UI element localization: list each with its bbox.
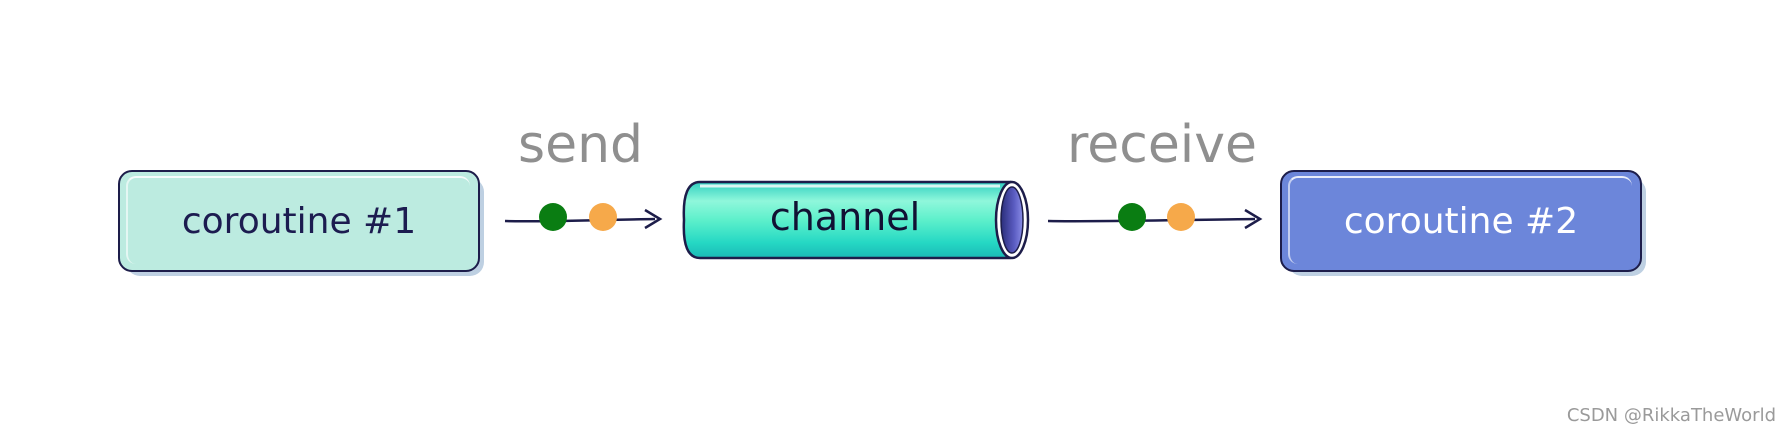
coroutine-1-box: coroutine #1 [118,170,484,276]
channel-label: channel [769,195,921,239]
channel-pipe [682,180,1030,260]
orange-message-dot [1167,203,1195,231]
green-message-dot [539,203,567,231]
coroutine-2-box: coroutine #2 [1280,170,1646,276]
coroutine-2-label: coroutine #2 [1343,200,1579,242]
receive-label: receive [1067,115,1258,175]
orange-message-dot [589,203,617,231]
green-message-dot [1118,203,1146,231]
receive-arrow [1047,208,1263,230]
send-arrow [504,208,663,230]
send-label: send [518,115,644,175]
coroutine-1-label: coroutine #1 [181,200,417,242]
watermark: CSDN @RikkaTheWorld [1566,405,1776,426]
